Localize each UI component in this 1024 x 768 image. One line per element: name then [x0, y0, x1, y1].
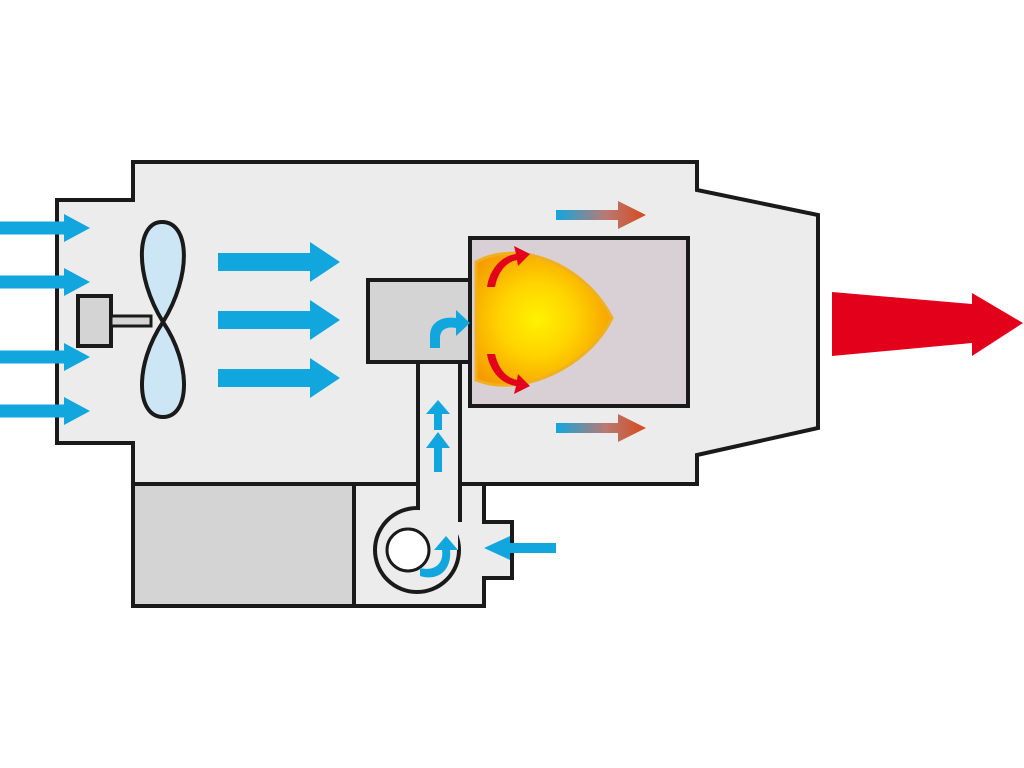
fuel-arrow-up-1 — [426, 432, 450, 472]
fuel-arrow-curve — [430, 310, 470, 348]
bypass-air-arrows — [556, 201, 646, 442]
fan-arrow-2 — [218, 300, 340, 340]
bypass-arrow-1 — [556, 201, 646, 229]
pump-swirl-arrow — [420, 536, 458, 578]
fan-air-arrows — [218, 242, 340, 398]
bypass-arrow-2 — [556, 414, 646, 442]
fan-arrow-3 — [218, 358, 340, 398]
intake-air-arrows — [0, 214, 90, 425]
recirc-arrow-top — [487, 246, 530, 287]
intake-arrow-1 — [0, 214, 90, 242]
fuel-tank — [135, 486, 354, 604]
motor-shaft — [109, 314, 153, 328]
fuel-arrow-up-2 — [426, 400, 450, 430]
fan-icon — [139, 219, 186, 420]
motor-icon — [76, 294, 113, 348]
intake-arrow-4 — [0, 397, 90, 425]
fuel-inlet-arrow — [484, 536, 556, 560]
intake-arrow-2 — [0, 268, 90, 296]
pump-rotor — [385, 527, 431, 573]
fuel-line-arrows — [420, 310, 470, 578]
fan-arrow-1 — [218, 242, 340, 282]
recirc-arrow-bottom — [487, 354, 530, 394]
intake-arrow-3 — [0, 343, 90, 371]
hot-air-output-arrow — [832, 292, 1023, 356]
flame-recirculation-arrows — [487, 246, 530, 394]
